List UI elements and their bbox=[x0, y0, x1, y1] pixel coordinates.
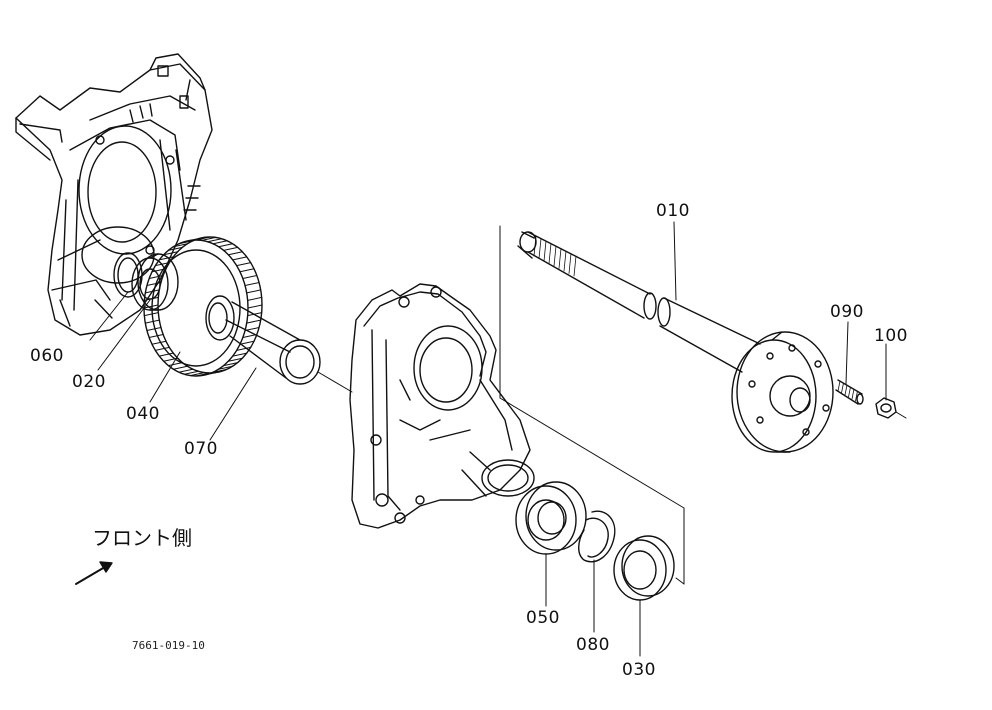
callout-020: 020 bbox=[72, 372, 106, 392]
gear-040 bbox=[143, 236, 263, 377]
callout-030: 030 bbox=[622, 660, 656, 680]
snap-ring-060 bbox=[113, 252, 143, 298]
snap-ring-080 bbox=[578, 510, 616, 563]
callout-050: 050 bbox=[526, 608, 560, 628]
leader-lines bbox=[89, 221, 887, 657]
shaft-010 bbox=[517, 231, 834, 453]
stud-090 bbox=[835, 379, 864, 405]
cover-housing bbox=[349, 283, 535, 529]
front-side-label: フロント側 bbox=[92, 526, 192, 550]
oil-seal-030 bbox=[613, 535, 675, 601]
bearing-050 bbox=[515, 481, 587, 555]
transmission-housing bbox=[15, 53, 213, 336]
callout-060: 060 bbox=[30, 346, 64, 366]
callout-010: 010 bbox=[656, 201, 690, 221]
callout-080: 080 bbox=[576, 635, 610, 655]
nut-100 bbox=[875, 397, 897, 419]
drawing-code: 7661-019-10 bbox=[132, 639, 205, 652]
callout-070: 070 bbox=[184, 439, 218, 459]
callout-100: 100 bbox=[874, 326, 908, 346]
front-direction-arrow bbox=[75, 561, 113, 585]
callout-090: 090 bbox=[830, 302, 864, 322]
sleeve-070 bbox=[225, 301, 321, 385]
callout-040: 040 bbox=[126, 404, 160, 424]
